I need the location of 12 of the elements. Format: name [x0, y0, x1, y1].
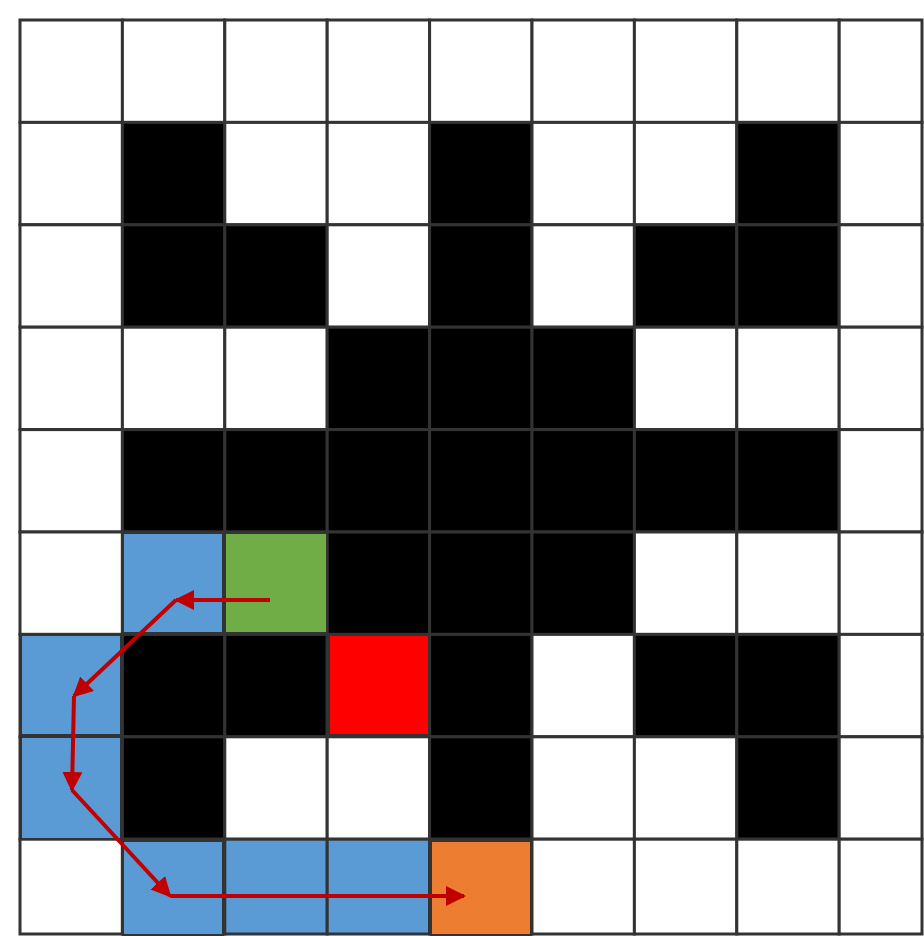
colored-cell	[20, 736, 123, 840]
colored-cell	[122, 839, 225, 936]
colored-cell	[224, 532, 328, 635]
arrow	[62, 695, 83, 792]
colored-cell	[327, 634, 430, 737]
arrow	[170, 886, 466, 906]
colored-cell	[20, 634, 123, 737]
colored-cell	[122, 532, 225, 635]
arrow	[70, 788, 172, 898]
arrow	[174, 590, 270, 610]
colored-cell	[429, 839, 532, 936]
arrow	[72, 598, 178, 698]
